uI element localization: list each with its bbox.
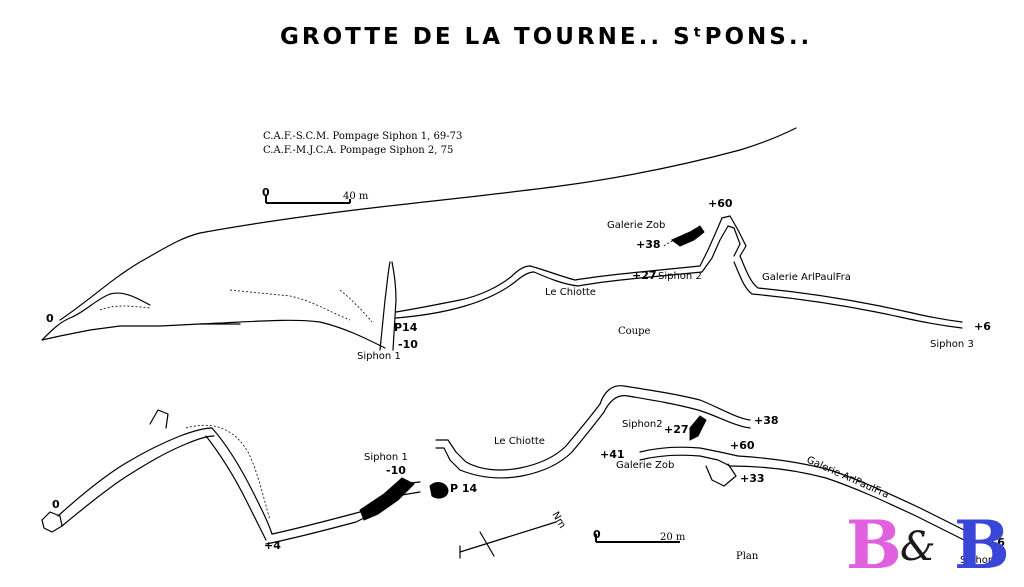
- coupe-zob-label: Galerie Zob: [607, 220, 665, 231]
- plan-scale-end: 20 m: [660, 532, 686, 543]
- coupe-siphon1-label: Siphon 1: [357, 351, 401, 362]
- map-title: GROTTE DE LA TOURNE.. SᵗPONS..: [280, 24, 812, 50]
- plan-arlpaul-label: Galerie ArlPaulFra: [805, 455, 891, 501]
- north-label: Nm: [549, 510, 567, 530]
- coupe-scale-bar: 0 40 m: [262, 186, 369, 204]
- coupe-scale-end: 40 m: [343, 191, 369, 202]
- plan-minus10-label: -10: [386, 464, 406, 477]
- north-arrow: Nm: [459, 510, 568, 559]
- coupe-minus10-label: -10: [398, 338, 418, 351]
- plan-plus38-label: +38: [754, 414, 779, 427]
- coupe-arlpaul-label: Galerie ArlPaulFra: [762, 272, 851, 283]
- credit-line-1: C.A.F.-S.C.M. Pompage Siphon 1, 69-73: [263, 131, 462, 142]
- coupe-plus6-label: +6: [974, 320, 991, 333]
- coupe-plus27-label: +27: [632, 269, 657, 282]
- svg-text:B: B: [954, 506, 1010, 584]
- coupe-p14-label: P14: [394, 321, 418, 334]
- plan-plus33-label: +33: [740, 472, 765, 485]
- coupe-plus60-label: +60: [708, 197, 733, 210]
- plan-view-label: Plan: [736, 551, 759, 562]
- coupe-siphon2-label: Siphon 2: [658, 271, 702, 282]
- coupe-section: 0 40 m 0 Siphon 1 P14 -10 Le C: [41, 127, 991, 362]
- plan-siphon3-label: Siphon 3: [960, 555, 1004, 566]
- coupe-chiotte-label: Le Chiotte: [545, 287, 596, 298]
- coupe-entrance-label: 0: [46, 312, 54, 325]
- plan-plus41-label: +41: [600, 448, 625, 461]
- plan-plus27-label: +27: [664, 423, 689, 436]
- plan-zob-label: Galerie Zob: [616, 460, 674, 471]
- plan-plus4-label: +4: [264, 539, 281, 552]
- plan-entrance-label: 0: [52, 498, 60, 511]
- plan-chiotte-label: Le Chiotte: [494, 436, 545, 447]
- credit-line-2: C.A.F.-M.J.C.A. Pompage Siphon 2, 75: [263, 145, 453, 156]
- plan-plus60-label: +60: [730, 439, 755, 452]
- plan-siphon2-label: Siphon2: [622, 419, 663, 430]
- plan-scale-start: 0: [593, 528, 601, 541]
- plan-p14-label: P 14: [450, 482, 478, 495]
- surface-line: [59, 127, 797, 321]
- coupe-view-label: Coupe: [618, 326, 651, 337]
- plan-scale-bar: 0 20 m: [593, 528, 686, 543]
- bb-watermark-logo: B & B: [846, 506, 1010, 584]
- plan-siphon1-label: Siphon 1: [364, 452, 408, 463]
- coupe-scale-start: 0: [262, 186, 270, 199]
- plan-plus6-label: +6: [988, 536, 1005, 549]
- coupe-siphon3-label: Siphon 3: [930, 339, 974, 350]
- svg-text:B: B: [846, 506, 902, 584]
- coupe-plus38-label: +38: [636, 238, 661, 251]
- svg-text:&: &: [900, 524, 936, 570]
